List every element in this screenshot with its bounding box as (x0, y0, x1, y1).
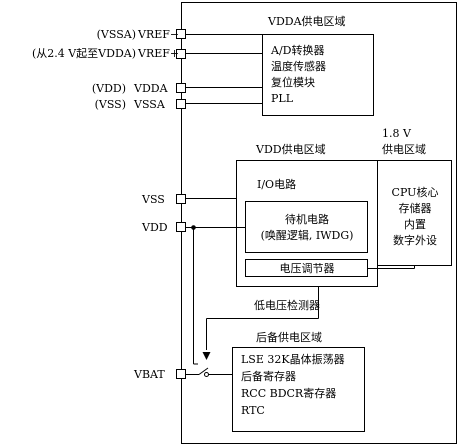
backup-domain-box (232, 347, 365, 432)
backup-item: LSE 32K晶体振荡器 (241, 353, 345, 366)
core-domain-title-line2: 供电区域 (382, 143, 426, 156)
vbat-pin-square (176, 369, 186, 379)
backup-item: RCC BDCR寄存器 (241, 387, 337, 400)
vdda-domain-box (262, 34, 374, 116)
vdda-item: PLL (271, 92, 294, 105)
vref-plus-pin-square (176, 49, 186, 59)
vdda-item: 温度传感器 (271, 60, 326, 73)
core-item: 数字外设 (393, 234, 437, 247)
backup-domain-title: 后备供电区域 (256, 331, 322, 344)
vref-plus-note: (从2.4 V起至VDDA) (31, 47, 136, 60)
core-item: 内置 (404, 218, 426, 231)
core-item: 存储器 (398, 202, 432, 215)
core-domain-title-line1: 1.8 V (382, 127, 411, 140)
low-voltage-detector-label: 低电压检测器 (254, 299, 320, 312)
vdda-item: 复位模块 (271, 76, 315, 89)
vss-pin-square (176, 194, 186, 204)
vref-minus-note: (VSSA) (96, 28, 136, 41)
vssa-pin-square (176, 99, 186, 109)
vdd-pin-square (176, 222, 186, 232)
vref-plus-label: VREF+ (138, 47, 180, 60)
io-circuit-label: I/O电路 (257, 178, 297, 191)
backup-item: RTC (241, 404, 265, 417)
vdd-domain-title: VDD供电区域 (256, 143, 326, 156)
regulator-box (245, 259, 368, 277)
switch-contact (204, 372, 209, 377)
vdd-junction-dot (191, 225, 196, 230)
standby-circuit-detail: (唤醒逻辑, IWDG) (260, 229, 354, 242)
vssa-label: VSSA (134, 98, 165, 111)
vref-minus-label: VREF− (138, 28, 180, 41)
vdda-pin-square (176, 83, 186, 93)
vdda-note: (VDD) (91, 82, 126, 95)
core-domain-box (377, 160, 452, 266)
core-item: CPU核心 (391, 186, 439, 199)
backup-item: 后备寄存器 (241, 370, 296, 383)
detector-arrowhead (202, 352, 211, 360)
vdda-domain-title: VDDA供电区域 (268, 15, 346, 28)
vssa-note: (VSS) (94, 98, 126, 111)
vss-label: VSS (142, 193, 165, 206)
standby-circuit-label: 待机电路 (285, 213, 329, 226)
vdda-label: VDDA (134, 82, 168, 95)
vbat-label: VBAT (134, 368, 165, 381)
voltage-regulator-label: 电压调节器 (279, 262, 335, 275)
vdda-item: A/D转换器 (271, 44, 325, 57)
switch-blade (198, 367, 209, 375)
vref-minus-pin-square (176, 29, 186, 39)
standby-box (245, 201, 368, 253)
vdd-label: VDD (142, 221, 168, 234)
